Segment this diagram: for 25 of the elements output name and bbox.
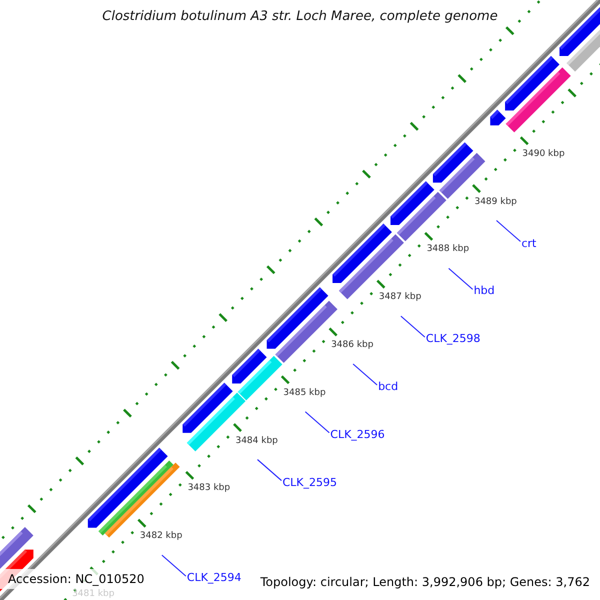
- tick-label: 3490 kbp: [522, 148, 565, 160]
- leader-line: [448, 268, 474, 290]
- tick-label: 3489 kbp: [474, 196, 517, 208]
- gene-label: hbd: [474, 284, 495, 298]
- gene-label: crt: [521, 236, 536, 251]
- tick-label: 3486 kbp: [331, 340, 374, 351]
- tick-label: 3482 kbp: [140, 531, 182, 542]
- gene-label: CLK_2598: [426, 332, 480, 346]
- gene-label: bcd: [378, 380, 398, 394]
- tick-label: 3484 kbp: [235, 436, 278, 447]
- leader-line: [400, 316, 426, 338]
- tick-label: 3487 kbp: [378, 292, 422, 304]
- leader-line: [352, 363, 378, 386]
- leader-line: [161, 554, 186, 577]
- map-title: Clostridium botulinum A3 str. Loch Maree, complete genome: [101, 8, 499, 26]
- tick-label: 3485 kbp: [283, 388, 326, 399]
- leader-line: [496, 220, 521, 242]
- leader-line: [257, 459, 282, 482]
- leader-line: [304, 411, 330, 434]
- genome-info-text: Topology: circular; Length: 3,992,906 bp; Genes: 3,762: [260, 574, 590, 591]
- gene-label: CLK_2595: [282, 476, 338, 490]
- gene-label: CLK_2594: [186, 571, 242, 586]
- tick-label: 3488 kbp: [426, 244, 470, 256]
- gene-label: CLK_2596: [330, 428, 385, 442]
- tick-label: 3483 kbp: [188, 483, 230, 494]
